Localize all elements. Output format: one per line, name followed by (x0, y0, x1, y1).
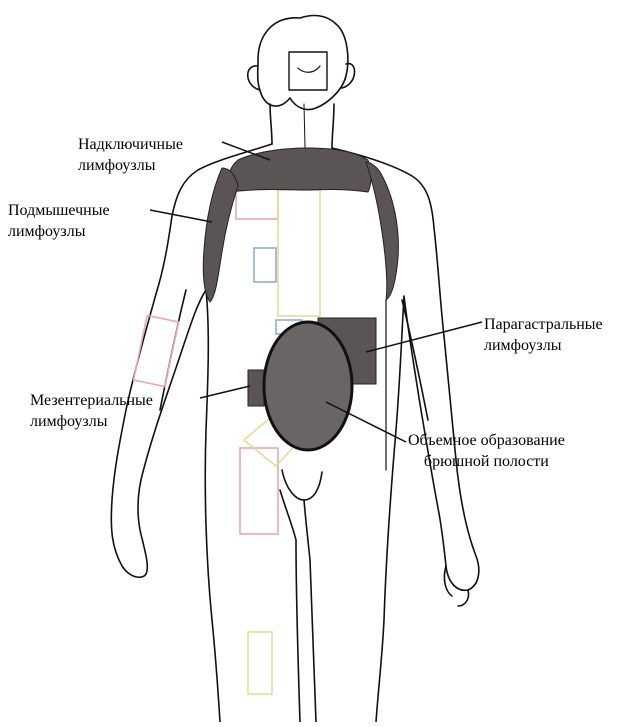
organ-box-3 (254, 248, 276, 282)
label-axillary-line2: лимфоузлы (8, 221, 110, 242)
organ-box-6 (248, 632, 272, 694)
label-paragastric-line1: Парагастральные (484, 314, 603, 335)
label-paragastric: Парагастральные лимфоузлы (484, 314, 603, 356)
label-mass-line2: брюшной полости (408, 451, 565, 472)
leg-inner-right (304, 500, 316, 722)
neck-right (332, 104, 334, 148)
axillary-nodes-left (203, 168, 238, 302)
arm-inner-right (402, 300, 428, 420)
crotch (282, 470, 322, 500)
label-mass: Объемное образование брюшной полости (408, 430, 565, 472)
abdominal-mass (264, 322, 352, 450)
leader-paragastric (366, 322, 482, 352)
label-mesenteric: Мезентериальные лимфоузлы (30, 390, 153, 432)
head-outline (258, 16, 348, 110)
right-hand (444, 566, 468, 606)
label-supraclavicular: Надключичные лимфоузлы (78, 134, 183, 176)
leader-axillary (150, 210, 212, 222)
leg-inner (280, 490, 300, 722)
neck-left (270, 104, 272, 144)
label-mesenteric-line2: лимфоузлы (30, 411, 153, 432)
organ-box-5 (240, 448, 278, 534)
supraclavicular-nodes (228, 148, 371, 192)
label-paragastric-line2: лимфоузлы (484, 335, 603, 356)
mouth (298, 66, 320, 72)
label-axillary-line1: Подмышечные (8, 200, 110, 221)
label-mesenteric-line1: Мезентериальные (30, 390, 153, 411)
organ-box-4 (133, 315, 178, 386)
face-box (289, 52, 327, 90)
organ-box-2 (278, 190, 320, 316)
label-axillary: Подмышечные лимфоузлы (8, 200, 110, 242)
mesenteric-nodes (248, 370, 264, 406)
label-supraclavicular-line2: лимфоузлы (78, 155, 183, 176)
label-mass-line1: Объемное образование (408, 430, 565, 451)
label-supraclavicular-line1: Надключичные (78, 134, 183, 155)
